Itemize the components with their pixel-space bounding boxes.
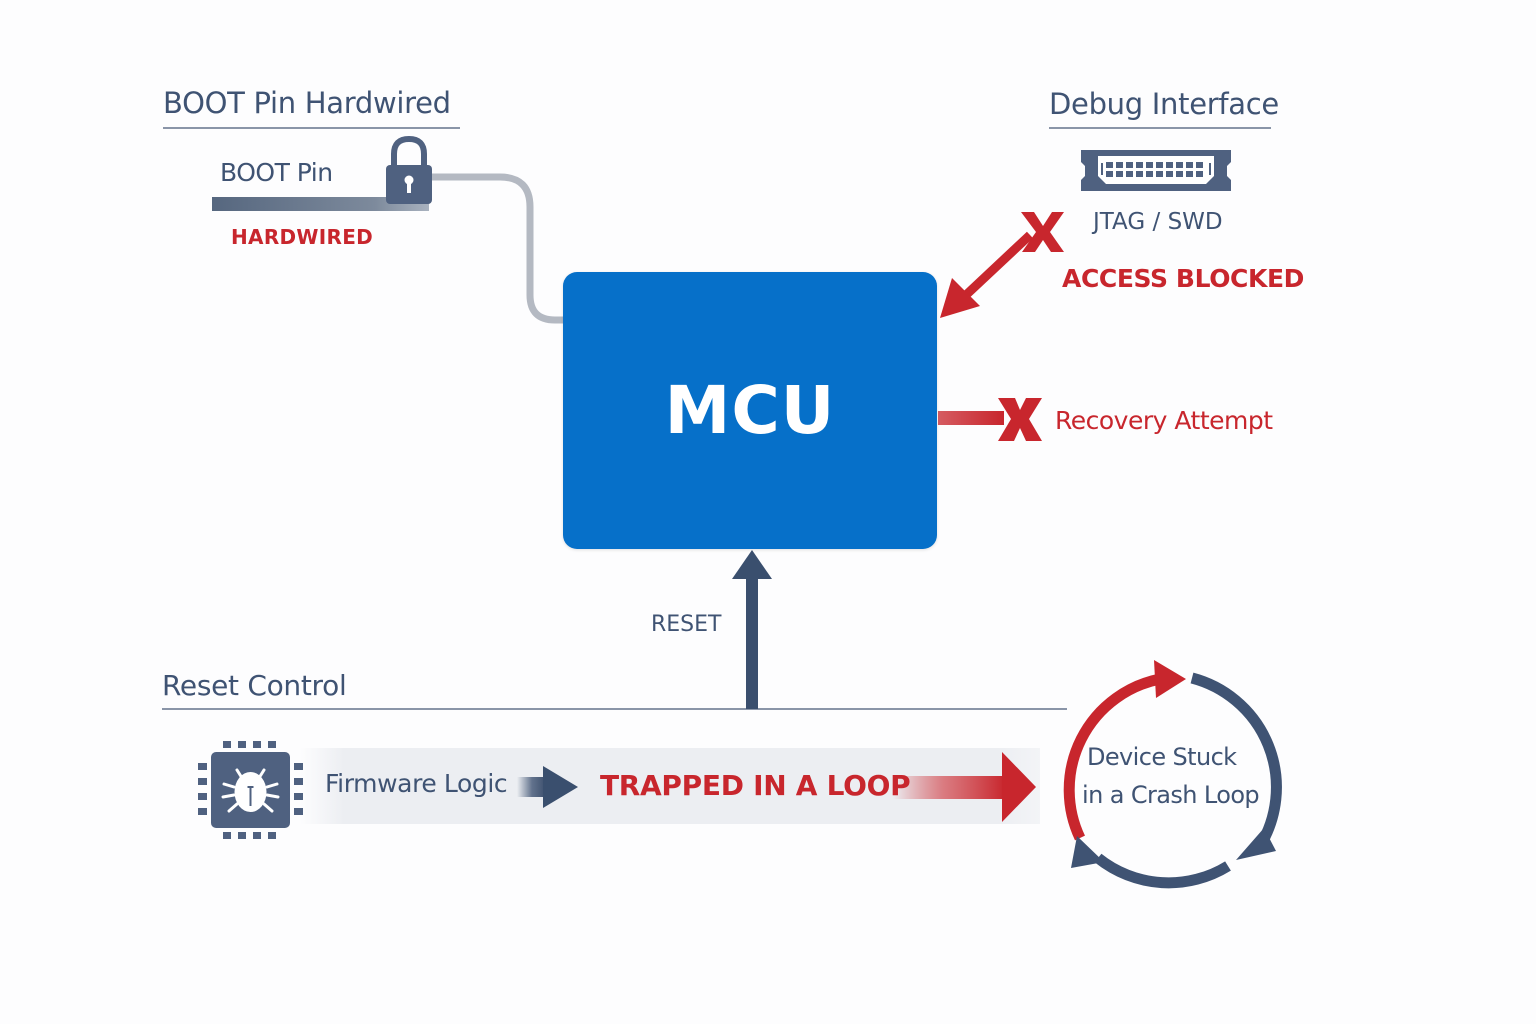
chip-bug-icon [198,741,303,839]
recovery-blocked-arrow [938,411,1004,425]
debug-connector-icon [1081,150,1231,191]
trapped-loop-label: TRAPPED IN A LOOP [600,769,911,802]
connector-pin [1106,162,1113,168]
connector-pin [1126,171,1133,177]
mcu-block: MCU [563,272,937,549]
chip-pin [198,808,207,815]
chip-pin [198,763,207,770]
reset-arrow-label: RESET [651,612,722,637]
connector-pin [1176,162,1183,168]
chip-pin [268,741,276,748]
connector-pin [1196,171,1203,177]
connector-pin [1116,171,1123,177]
chip-pin [294,793,303,800]
cycle-arrows-icon [1063,660,1282,889]
chip-pin [198,778,207,785]
connector-pin [1136,162,1143,168]
firmware-arrow [517,766,578,808]
boot-section-rule [163,127,460,129]
chip-pin [238,832,246,839]
connector-pin [1186,162,1193,168]
chip-pin [223,832,231,839]
debug-section-title: Debug Interface [1049,87,1279,121]
chip-pin [268,832,276,839]
connector-pin [1126,162,1133,168]
connector-pin [1156,162,1163,168]
recovery-label: Recovery Attempt [1055,406,1273,435]
debug-interface-label: JTAG / SWD [1093,209,1223,235]
chip-pin [198,793,207,800]
chip-pin [294,763,303,770]
connector-pin [1186,171,1193,177]
debug-blocked-arrow [940,231,1034,318]
reset-arrow [732,550,772,709]
chip-pin [238,741,246,748]
connector-pin [1146,162,1153,168]
connector-pin [1156,171,1163,177]
connector-pin [1106,171,1113,177]
crash-loop-line1: Device Stuck [1087,743,1237,771]
boot-pin-label: BOOT Pin [220,158,333,187]
trapped-loop-arrow [893,752,1036,822]
boot-section-title: BOOT Pin Hardwired [163,86,451,120]
reset-control-rule [162,708,1067,710]
debug-x-mark-icon [1021,212,1064,252]
lock-icon [386,135,432,204]
crash-loop-line2: in a Crash Loop [1082,781,1260,809]
firmware-logic-label: Firmware Logic [325,769,508,798]
connector-pin [1136,171,1143,177]
boot-wire [430,173,565,324]
debug-section-rule [1049,127,1271,129]
mcu-label: MCU [664,372,836,449]
connector-pin [1146,171,1153,177]
chip-pin [294,808,303,815]
connector-pin [1166,171,1173,177]
connector-pin [1176,171,1183,177]
chip-pin [294,778,303,785]
chip-pin [253,741,261,748]
connector-pin [1196,162,1203,168]
reset-section-title: Reset Control [162,669,347,702]
connector-pin [1166,162,1173,168]
chip-pin [253,832,261,839]
recovery-x-mark-icon [998,398,1042,441]
connector-pin [1116,162,1123,168]
boot-pin-bar [212,197,429,211]
chip-pin [223,741,231,748]
debug-status: ACCESS BLOCKED [1062,264,1305,293]
boot-status: HARDWIRED [231,225,374,249]
